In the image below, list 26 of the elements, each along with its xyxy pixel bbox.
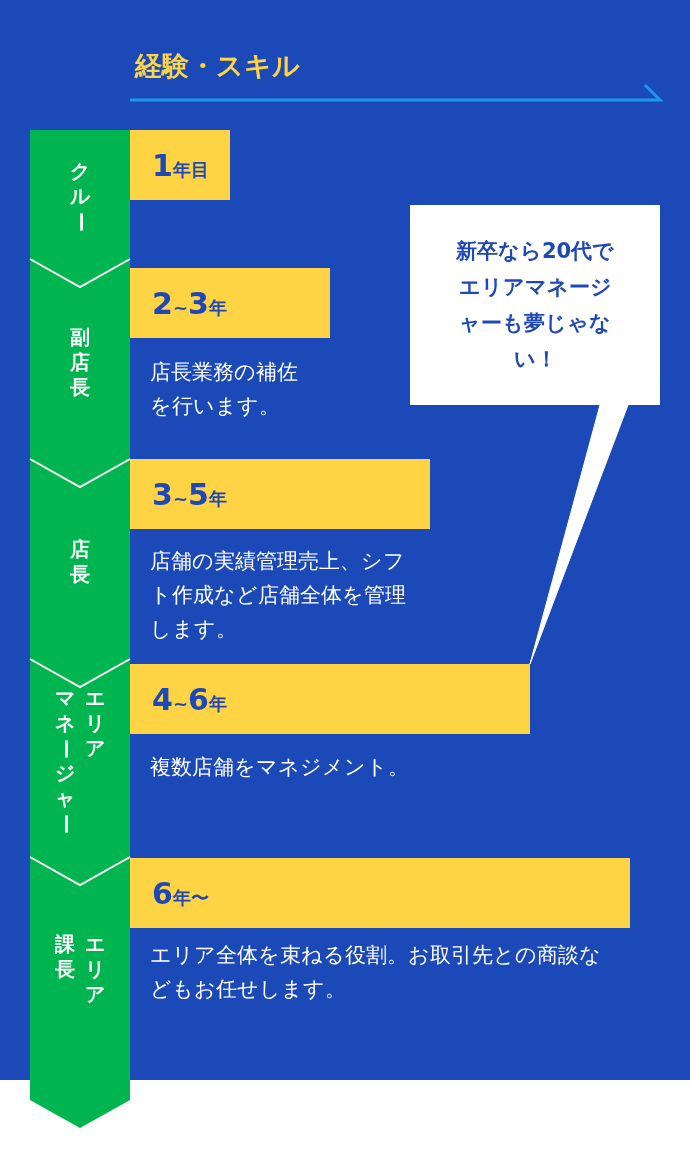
description-text: エリア全体を束ねる役割。お取引先との商談などもお任せします。 bbox=[150, 942, 602, 1003]
year-label: 1年目 bbox=[152, 147, 209, 183]
year-bar bbox=[130, 664, 530, 734]
description-text: 店舗の実績管理売上、シフト作成など店舗全体を管理します。 bbox=[150, 548, 407, 643]
speech-bubble bbox=[410, 205, 660, 405]
description-text: 店長業務の補佐を行います。 bbox=[150, 359, 299, 420]
stage-label: エリア bbox=[84, 931, 106, 1007]
stage-label: 副店長 bbox=[69, 324, 91, 400]
stage-label: 店長 bbox=[69, 537, 91, 587]
year-label: 2~3年 bbox=[152, 285, 227, 321]
year-label: 4~6年 bbox=[152, 681, 227, 717]
description-text: 複数店舗をマネジメント。 bbox=[150, 754, 410, 781]
year-bar bbox=[130, 268, 330, 338]
stage-label: エリア bbox=[84, 686, 106, 761]
axis-title: 経験・スキル bbox=[135, 49, 300, 83]
year-label: 6年〜 bbox=[152, 875, 209, 911]
year-bar bbox=[130, 459, 430, 529]
stage-label: マネージャー bbox=[53, 686, 77, 836]
bubble-text: 新卒なら20代でエリアマネージャーも夢じゃない！ bbox=[454, 238, 616, 373]
year-label: 3~5年 bbox=[152, 476, 227, 512]
stage-label: 課長 bbox=[54, 931, 76, 982]
stage-label: クルー bbox=[68, 158, 92, 233]
stage-band bbox=[30, 130, 130, 262]
year-bar bbox=[130, 130, 230, 200]
speech-bubble-tail bbox=[529, 404, 629, 665]
year-bar bbox=[130, 858, 630, 928]
